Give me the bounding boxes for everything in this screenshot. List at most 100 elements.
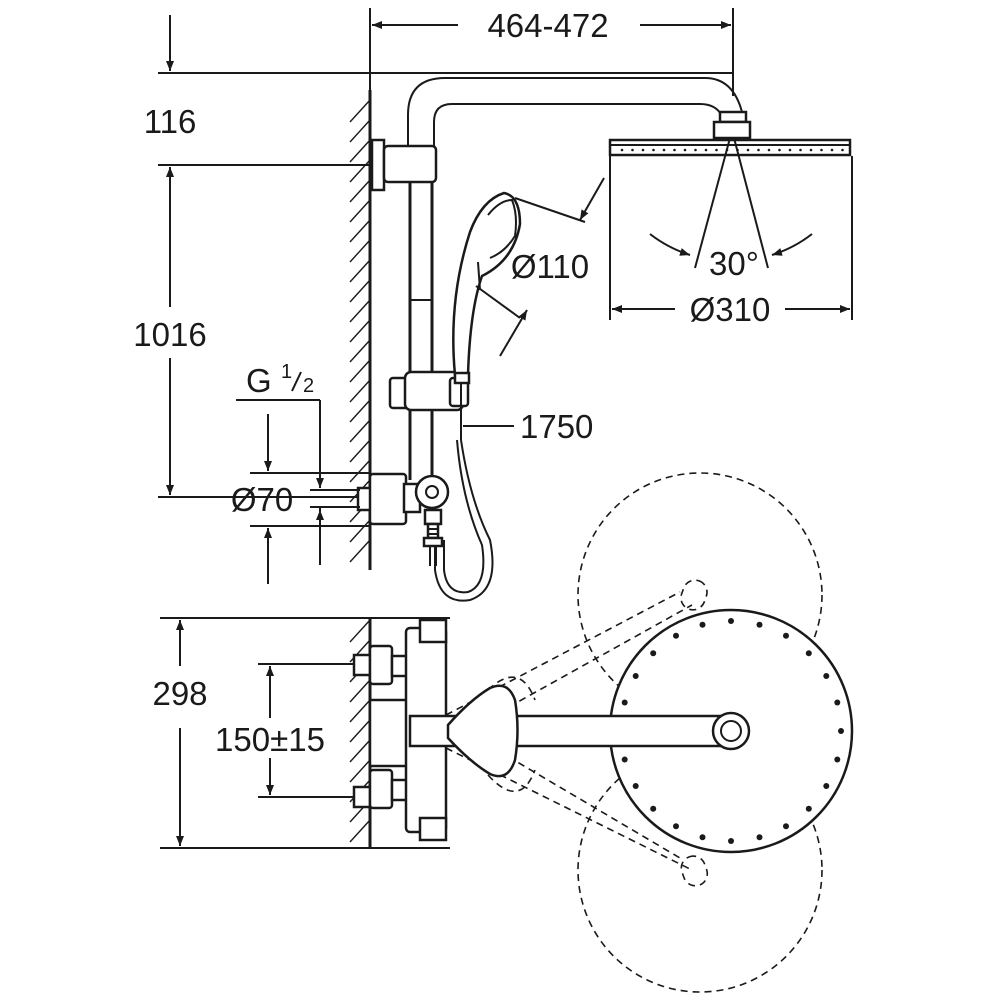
wall-hatch-line xyxy=(349,819,371,843)
wall-hatch-line xyxy=(349,419,371,443)
mixer-front xyxy=(356,472,450,566)
shower-arm xyxy=(407,77,752,150)
thread-label: G xyxy=(246,362,272,399)
wall-hatch-line xyxy=(349,239,371,263)
handshower-diameter-label: Ø110 xyxy=(511,248,589,285)
wall-hatch-line xyxy=(349,299,371,323)
thread-numerator: 1 xyxy=(281,361,292,383)
headshower-edge-dot xyxy=(728,618,734,624)
hose: 1750 xyxy=(434,408,593,602)
nozzle-dot xyxy=(830,148,834,152)
wall-hatch-line xyxy=(349,759,371,783)
wall-hatch-line xyxy=(349,679,371,703)
headshower-edge-dot xyxy=(673,632,679,639)
headshower-edge-dot xyxy=(823,783,830,789)
nozzle-dot xyxy=(704,148,708,152)
wall-hatch-line xyxy=(349,699,371,723)
nozzle-dot xyxy=(631,148,634,152)
nozzle-dot xyxy=(641,148,645,152)
headshower-edge-dot xyxy=(783,823,789,830)
headshower-edge-dot xyxy=(621,699,628,706)
nozzle-dot xyxy=(683,148,687,152)
wall-hatch-line xyxy=(349,539,371,563)
wall-hatch-line xyxy=(349,619,371,643)
wall-hatch-line xyxy=(349,179,371,203)
wall-hatch-line xyxy=(349,399,371,423)
nozzle-dot xyxy=(788,148,792,152)
nozzle-dot xyxy=(767,148,771,152)
wall-hatch-line xyxy=(349,159,371,183)
headshower-edge-dot xyxy=(805,805,812,812)
wall-hatch-line xyxy=(349,459,371,483)
nozzle-dot xyxy=(620,148,624,152)
nozzle-dot xyxy=(694,148,697,152)
connection-spacing-label: 150±15 xyxy=(215,721,325,758)
headshower-edge-dot xyxy=(834,756,841,763)
wall-hatch-line xyxy=(349,139,371,163)
nozzle-dot xyxy=(778,148,781,152)
wall-hatch-line xyxy=(349,359,371,383)
nozzle-dot xyxy=(662,148,666,152)
headshower-edge-dot xyxy=(756,834,763,841)
thread-denominator: 2 xyxy=(303,375,314,397)
width-dimension: 464-472 xyxy=(369,7,734,96)
headshower-edge-dot xyxy=(632,673,639,679)
wall-hatch-line xyxy=(349,219,371,243)
nozzle-dot xyxy=(673,148,676,152)
nozzle-dot xyxy=(820,148,823,152)
spacing-dimension: 150±15 xyxy=(215,663,370,798)
wall-hatch-line xyxy=(349,319,371,343)
wall-hatch-line xyxy=(349,119,371,143)
mixer-depth-label: 298 xyxy=(152,675,207,712)
riser-rail xyxy=(408,182,434,480)
headshower-edge-dot xyxy=(805,650,812,657)
swivel-positions xyxy=(445,472,823,993)
headshower-edge-dot xyxy=(728,838,734,844)
headshower-front: 30° xyxy=(608,137,853,320)
nozzle-dot xyxy=(746,148,750,152)
headshower-edge-dot xyxy=(834,699,841,706)
wall-hatch-line xyxy=(349,719,371,743)
inlet-diameter-label: Ø70 xyxy=(231,481,293,518)
inlet-dimension: G 1 2 Ø70 xyxy=(231,361,370,584)
wall-hatch-line xyxy=(349,99,371,123)
nozzle-dot xyxy=(841,148,844,152)
headshower-edge-dot xyxy=(621,756,628,763)
hose-length-label: 1750 xyxy=(520,408,593,445)
arm-height-label: 116 xyxy=(144,103,197,140)
wall-hatch-line xyxy=(349,519,371,543)
headshower-diameter-label: Ø310 xyxy=(690,291,771,328)
width-label: 464-472 xyxy=(487,7,608,44)
headshower-edge-dot xyxy=(823,673,830,679)
rail-height-label: 1016 xyxy=(133,316,206,353)
wall-bracket-top xyxy=(370,138,438,192)
wall-hatch-line xyxy=(349,379,371,403)
nozzle-dot xyxy=(652,148,655,152)
handshower-dimension: Ø110 xyxy=(475,177,605,357)
nozzle-dot xyxy=(715,148,718,152)
headshower-edge-dot xyxy=(650,805,657,812)
handshower-top-view xyxy=(446,684,519,778)
spray-angle-label: 30° xyxy=(709,245,759,282)
nozzle-dot xyxy=(757,148,760,152)
wall-hatch-line xyxy=(349,439,371,463)
nozzle-dot xyxy=(809,148,813,152)
wall-hatch-line xyxy=(349,279,371,303)
headshower-edge-dot xyxy=(632,783,639,789)
headshower-edge-dot xyxy=(673,823,679,830)
headshower-edge-dot xyxy=(756,621,763,628)
headshower-edge-dot xyxy=(783,632,789,639)
wall-hatch-line xyxy=(349,739,371,763)
headshower-edge-dot xyxy=(699,834,706,841)
headshower-dimension: Ø310 xyxy=(612,291,850,328)
wall-hatch-line xyxy=(349,199,371,223)
nozzle-dot xyxy=(799,148,802,152)
headshower-edge-dot xyxy=(699,621,706,628)
mixer-top xyxy=(352,618,448,842)
wall-hatch-line xyxy=(349,259,371,283)
headshower-edge-dot xyxy=(838,728,844,734)
handshower xyxy=(452,191,522,440)
handshower-slider xyxy=(388,370,470,412)
height-dimensions: 116 1016 xyxy=(133,15,733,498)
